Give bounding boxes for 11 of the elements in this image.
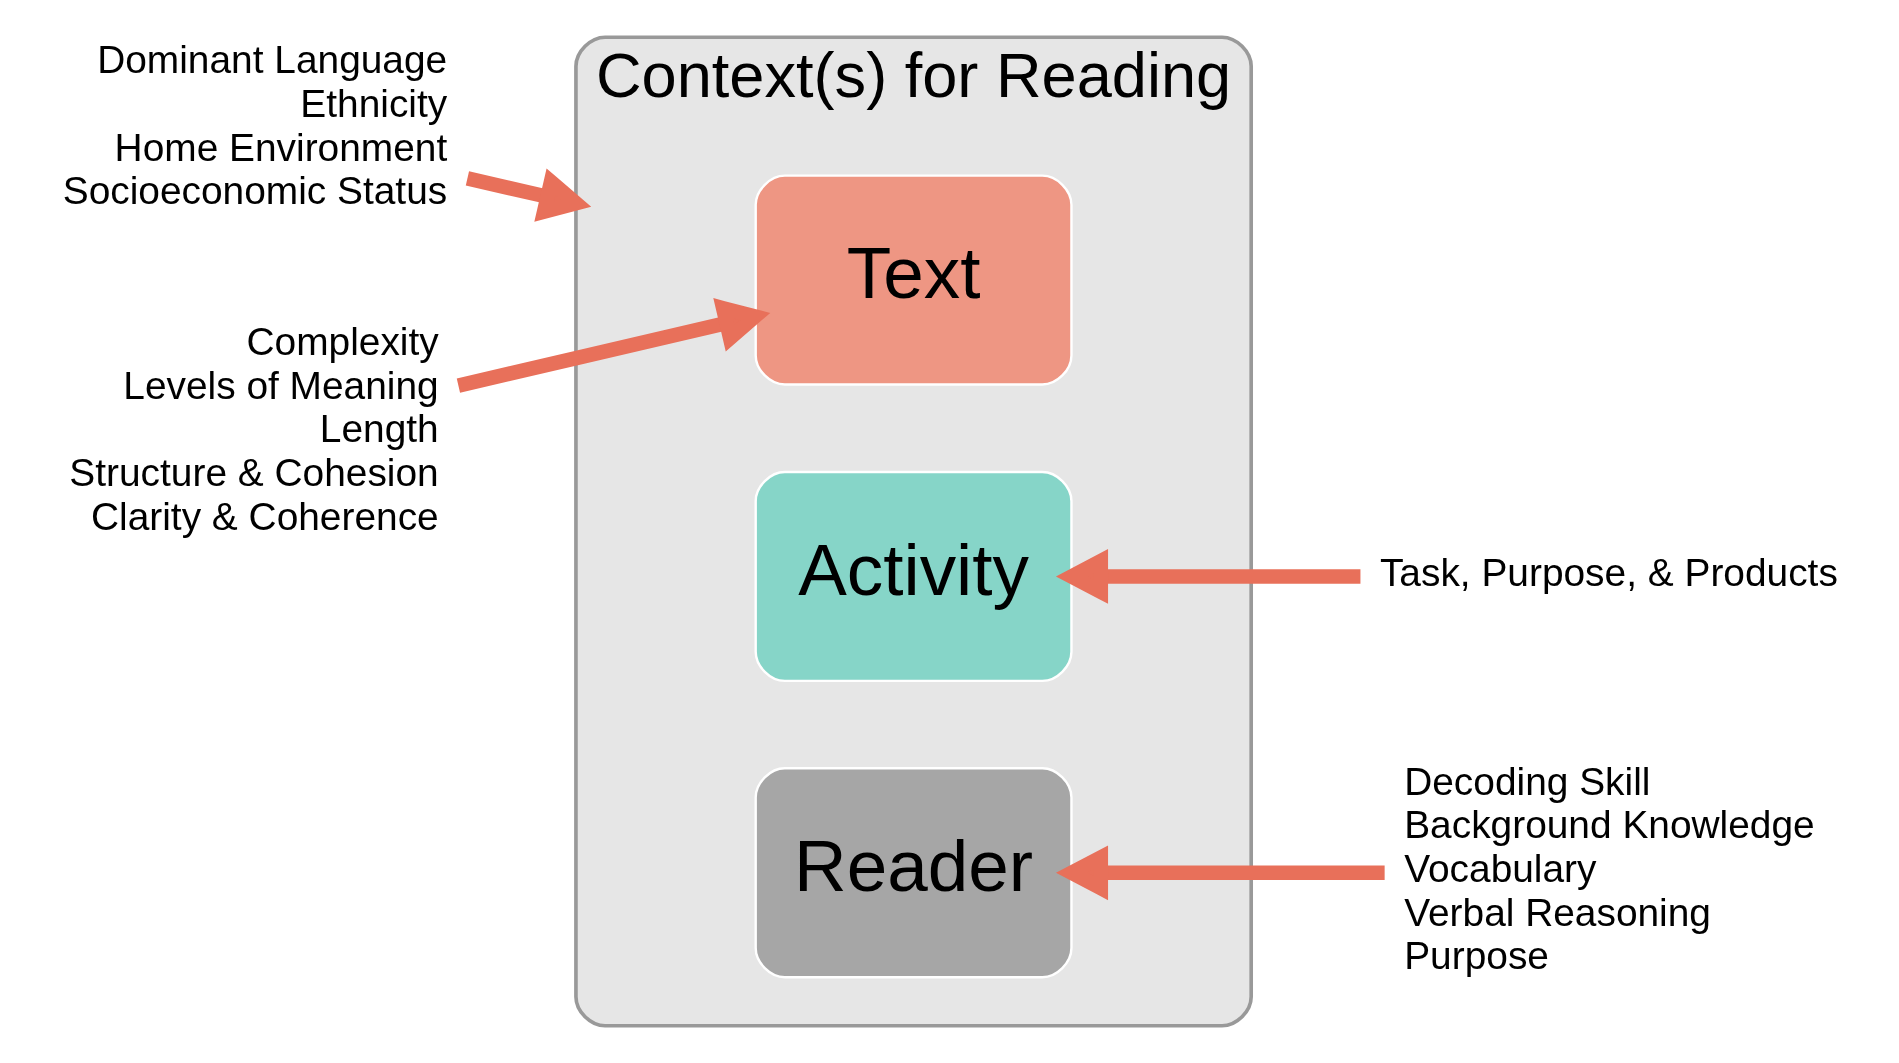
- arrow: [465, 168, 591, 222]
- node-text: Task, Purpose, & Products: [1379, 550, 1838, 594]
- node-text: Complexity Levels of Meaning Length Structure & Cohesion Clarity & Coherence: [68, 319, 439, 538]
- node-box: Activity: [753, 470, 1073, 683]
- arrow: [1055, 549, 1360, 604]
- node-text: Decoding Skill Background Knowledge Vocabulary Verbal Reasoning Purpose: [1403, 759, 1815, 978]
- arrow: [456, 298, 770, 393]
- arrow: [1055, 845, 1385, 901]
- node-box: Text: [753, 174, 1073, 386]
- node-box: Reader: [753, 767, 1073, 979]
- node-text: Dominant Language Ethnicity Home Environment Socioeconomic Status: [62, 38, 447, 213]
